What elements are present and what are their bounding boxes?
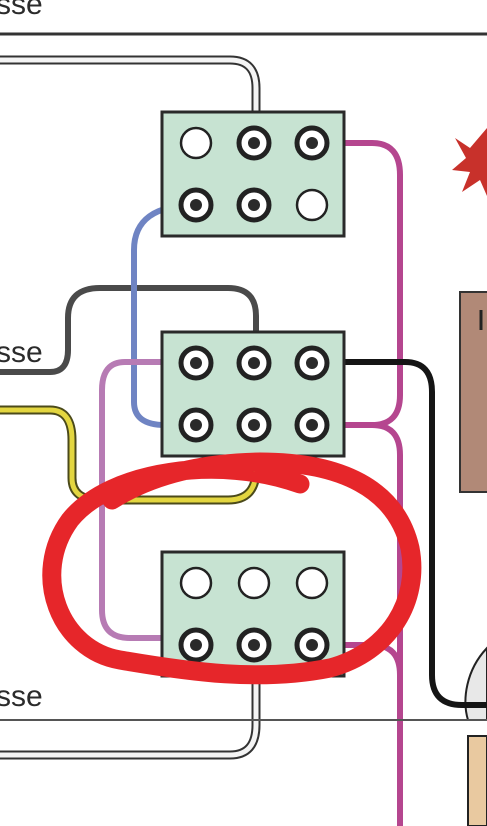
wire-black (309, 359, 487, 708)
side-component-box (459, 291, 487, 493)
terminal-screw (190, 419, 202, 431)
round-component-edge (464, 646, 487, 721)
wire-white-top (0, 55, 261, 148)
label-mid-left: sse (0, 336, 43, 369)
terminal-open (295, 566, 329, 600)
terminal-open (179, 126, 213, 160)
terminal-open (295, 188, 329, 222)
terminal-screw (190, 199, 202, 211)
lamp-star-icon (452, 128, 487, 196)
wire-gray (0, 285, 259, 375)
label-top-left: sse (0, 0, 43, 21)
label-bottom-left: sse (0, 680, 43, 713)
terminal-screw (190, 639, 202, 651)
terminal-screw (306, 137, 318, 149)
terminal-screw (248, 419, 260, 431)
terminal-screw (190, 357, 202, 369)
terminal-screw (248, 357, 260, 369)
terminal-screw (306, 357, 318, 369)
terminal-screw (306, 639, 318, 651)
wire-magenta-down (309, 422, 403, 826)
switch-blocks (160, 110, 346, 678)
terminal-screw (248, 639, 260, 651)
wire-white-bottom (0, 640, 261, 760)
bottom-right-component (467, 735, 487, 826)
wire-yellow (0, 405, 261, 505)
terminal-screw (306, 419, 318, 431)
terminal-screw (248, 137, 260, 149)
red-annotation-circle (42, 452, 422, 685)
terminal-open (179, 566, 213, 600)
terminal-screw (248, 199, 260, 211)
terminal-open (237, 566, 271, 600)
